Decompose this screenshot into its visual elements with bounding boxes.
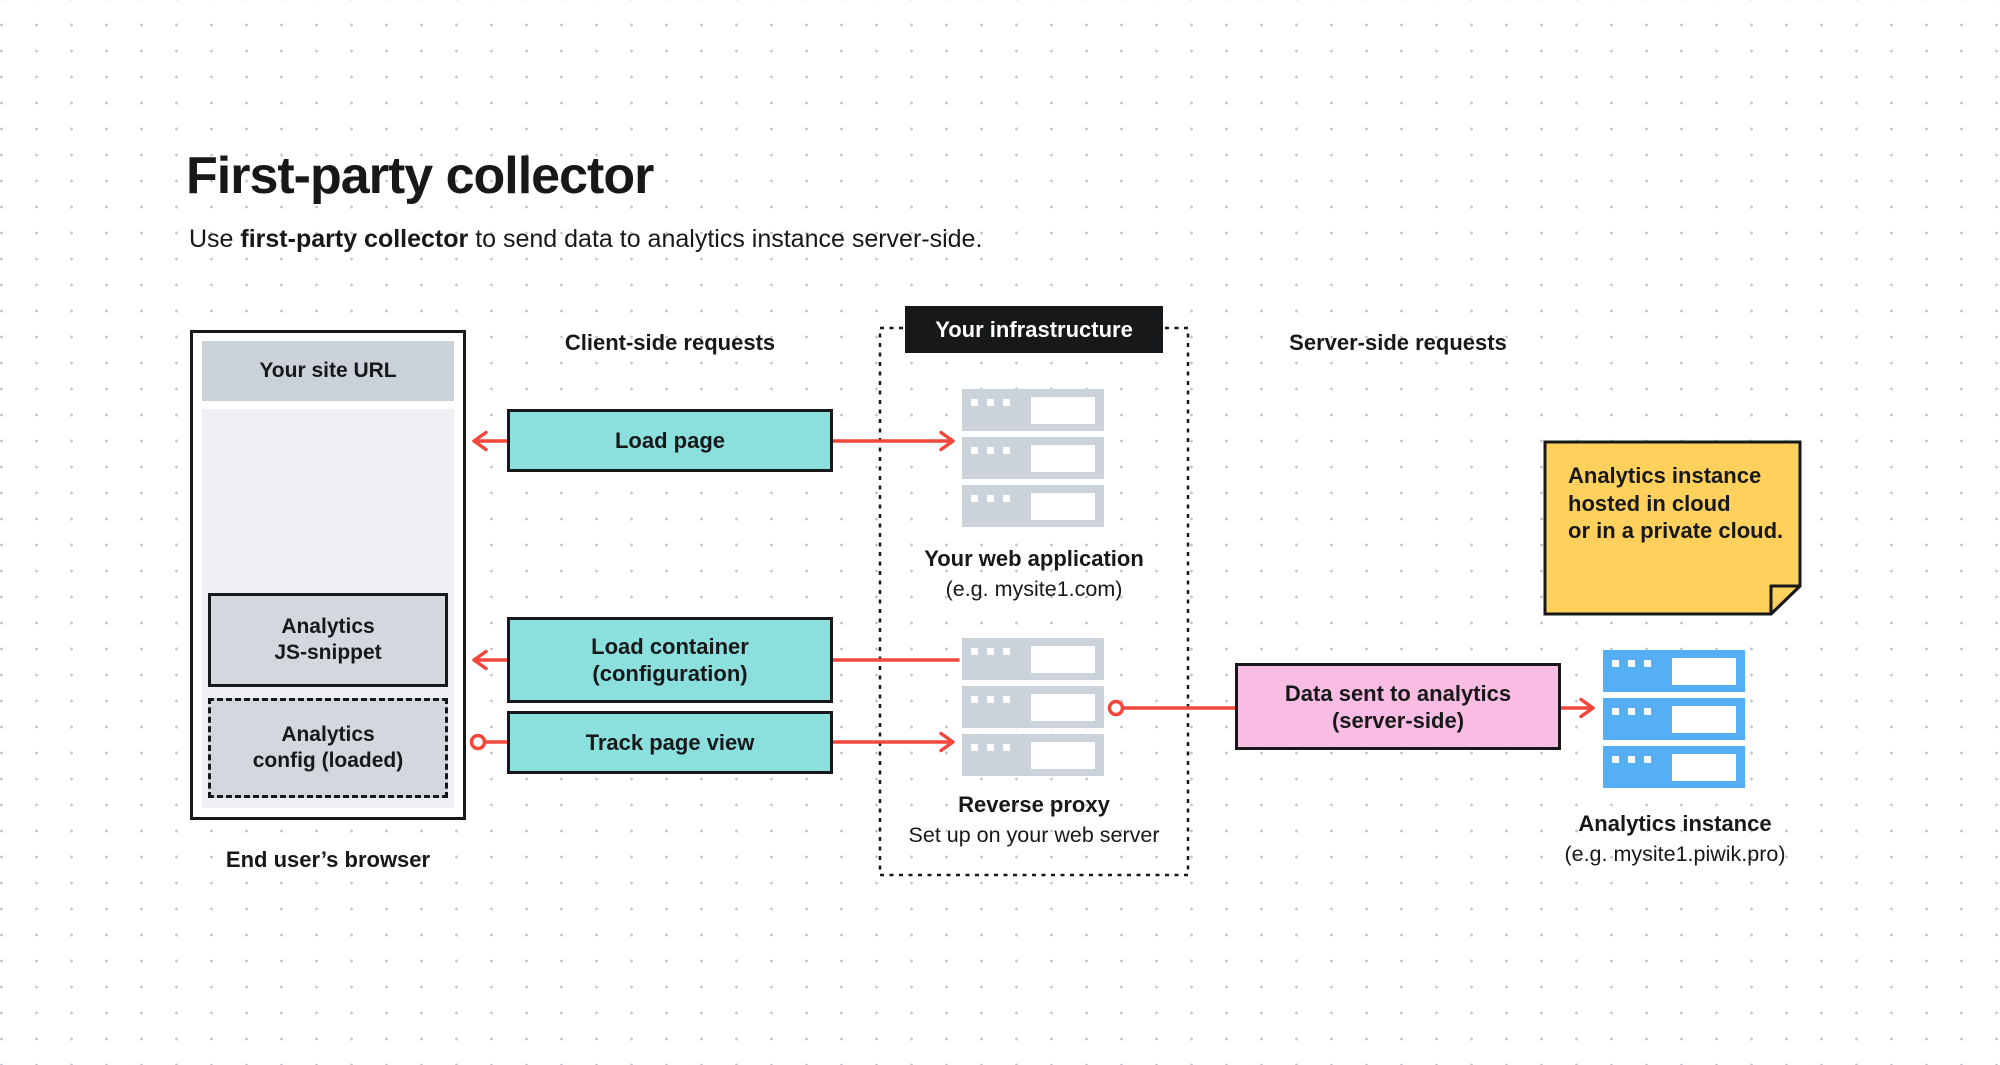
- sticky-note-icon: [1543, 440, 1802, 616]
- arrow-load-container-to-browser: [472, 649, 509, 671]
- arrow-track-page-view-to-proxy: [831, 731, 955, 753]
- server-icon: [1603, 650, 1745, 692]
- js-snippet-line-2: JS-snippet: [274, 641, 382, 664]
- analytics-instance-server-stack-icon: [1603, 650, 1745, 794]
- site-url-bar: Your site URL: [202, 341, 454, 401]
- note-line-2: hosted in cloud: [1568, 490, 1731, 516]
- arrow-load-page-to-webapp: [831, 430, 955, 452]
- data-sent-to-analytics-box: Data sent to analytics (server-side): [1235, 663, 1561, 750]
- server-icon: [962, 485, 1104, 527]
- web-app-title: Your web application: [924, 546, 1144, 571]
- note-line-3: or in a private cloud.: [1568, 518, 1784, 543]
- your-infrastructure-header: Your infrastructure: [905, 306, 1163, 353]
- load-container-line-2: (configuration): [592, 661, 748, 686]
- server-icon: [962, 686, 1104, 728]
- server-icon: [1603, 698, 1745, 740]
- arrow-load-page-to-browser: [472, 430, 509, 452]
- server-icon: [962, 638, 1104, 680]
- load-page-box: Load page: [507, 409, 833, 472]
- sticky-note-text: Analytics instance hosted in cloud or in…: [1568, 462, 1794, 545]
- server-icon: [962, 437, 1104, 479]
- connector-dot-proxy-out: [1107, 699, 1125, 717]
- connector-dot-track-page-view: [469, 733, 487, 751]
- end-user-browser-window: Your site URL Analytics JS-snippet Analy…: [190, 330, 466, 820]
- note-line-1: Analytics instance: [1568, 463, 1762, 488]
- track-page-view-box: Track page view: [507, 711, 833, 774]
- data-sent-line-2: (server-side): [1331, 707, 1465, 733]
- server-side-requests-label: Server-side requests: [1289, 330, 1507, 355]
- reverse-proxy-title: Reverse proxy: [958, 792, 1110, 817]
- config-line-1: Analytics: [281, 723, 375, 746]
- analytics-instance-label: Analytics instance (e.g. mysite1.piwik.p…: [1500, 809, 1850, 869]
- web-app-subtitle: (e.g. mysite1.com): [945, 577, 1123, 601]
- data-sent-line-1: Data sent to analytics: [1284, 680, 1512, 706]
- server-icon: [1603, 746, 1745, 788]
- page-title: First-party collector: [186, 147, 654, 205]
- reverse-proxy-label: Reverse proxy Set up on your web server: [859, 790, 1209, 850]
- load-container-box: Load container (configuration): [507, 617, 833, 703]
- subtitle-bold: first-party collector: [240, 225, 469, 253]
- client-side-requests-label: Client-side requests: [564, 330, 776, 355]
- analytics-instance-title: Analytics instance: [1578, 811, 1772, 836]
- analytics-instance-subtitle: (e.g. mysite1.piwik.pro): [1564, 842, 1786, 866]
- end-user-browser-caption: End user’s browser: [225, 847, 431, 872]
- reverse-proxy-subtitle: Set up on your web server: [908, 823, 1160, 847]
- analytics-config-box: Analytics config (loaded): [208, 698, 448, 798]
- page-subtitle: Use first-party collector to send data t…: [189, 222, 982, 256]
- load-container-line-1: Load container: [591, 634, 749, 659]
- track-page-view-label: Track page view: [585, 730, 755, 755]
- analytics-js-snippet-box: Analytics JS-snippet: [208, 593, 448, 687]
- site-url-label: Your site URL: [259, 359, 397, 382]
- arrow-data-sent-to-analytics: [1559, 697, 1595, 719]
- web-app-label: Your web application (e.g. mysite1.com): [859, 544, 1209, 604]
- subtitle-prefix: Use: [189, 225, 241, 253]
- reverse-proxy-server-stack-icon: [962, 638, 1104, 782]
- js-snippet-line-1: Analytics: [281, 615, 375, 638]
- subtitle-suffix: to send data to analytics instance serve…: [468, 225, 983, 253]
- server-icon: [962, 389, 1104, 431]
- server-icon: [962, 734, 1104, 776]
- load-page-label: Load page: [614, 428, 725, 453]
- web-app-server-stack-icon: [962, 389, 1104, 533]
- config-line-2: config (loaded): [252, 749, 404, 772]
